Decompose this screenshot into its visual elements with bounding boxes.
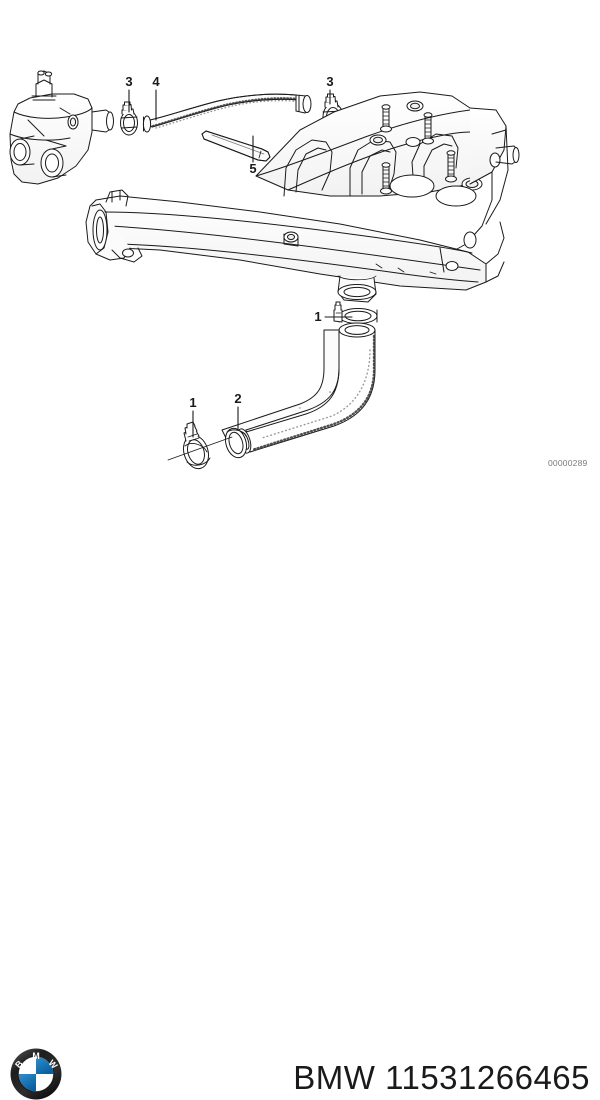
hose-clamp-ring-two-part (224, 427, 248, 459)
callout-label-2: 2 (234, 391, 241, 406)
upper-coolant-hose-part (142, 93, 312, 133)
diagram-reference-code: 00000289 (548, 458, 588, 468)
manifold-studs (380, 104, 457, 195)
intake-manifold-part (255, 91, 520, 255)
hose-clamp-manifold-part (333, 301, 378, 324)
callout-label-3a: 3 (125, 74, 132, 89)
hose-clamp-lower-part (167, 421, 233, 470)
hose-clamp-upper-left-part (120, 101, 138, 136)
callout-group (128, 89, 353, 438)
bmw-roundel-logo: B M W (10, 1048, 62, 1100)
thermostat-housing-part (9, 70, 114, 185)
callout-label-1b: 1 (189, 395, 196, 410)
intake-manifold-plenum (85, 189, 505, 303)
callout-label-3b: 3 (326, 74, 333, 89)
footer-branding: B M W BMW 11531266465 (0, 515, 600, 1100)
callout-label-1a: 1 (314, 309, 321, 324)
exploded-parts-drawing: 3 4 3 5 1 1 2 (9, 70, 520, 470)
diagram-area: 3 4 3 5 1 1 2 00000289 (0, 0, 600, 510)
brand-part-number: BMW 11531266465 (293, 1059, 590, 1096)
svg-text:M: M (32, 1051, 39, 1061)
lower-coolant-hose-part (221, 322, 376, 454)
callout-labels: 3 4 3 5 1 1 2 (125, 74, 333, 410)
callout-label-5: 5 (249, 161, 256, 176)
retaining-bolt-part (201, 130, 271, 162)
callout-label-4: 4 (152, 74, 160, 89)
